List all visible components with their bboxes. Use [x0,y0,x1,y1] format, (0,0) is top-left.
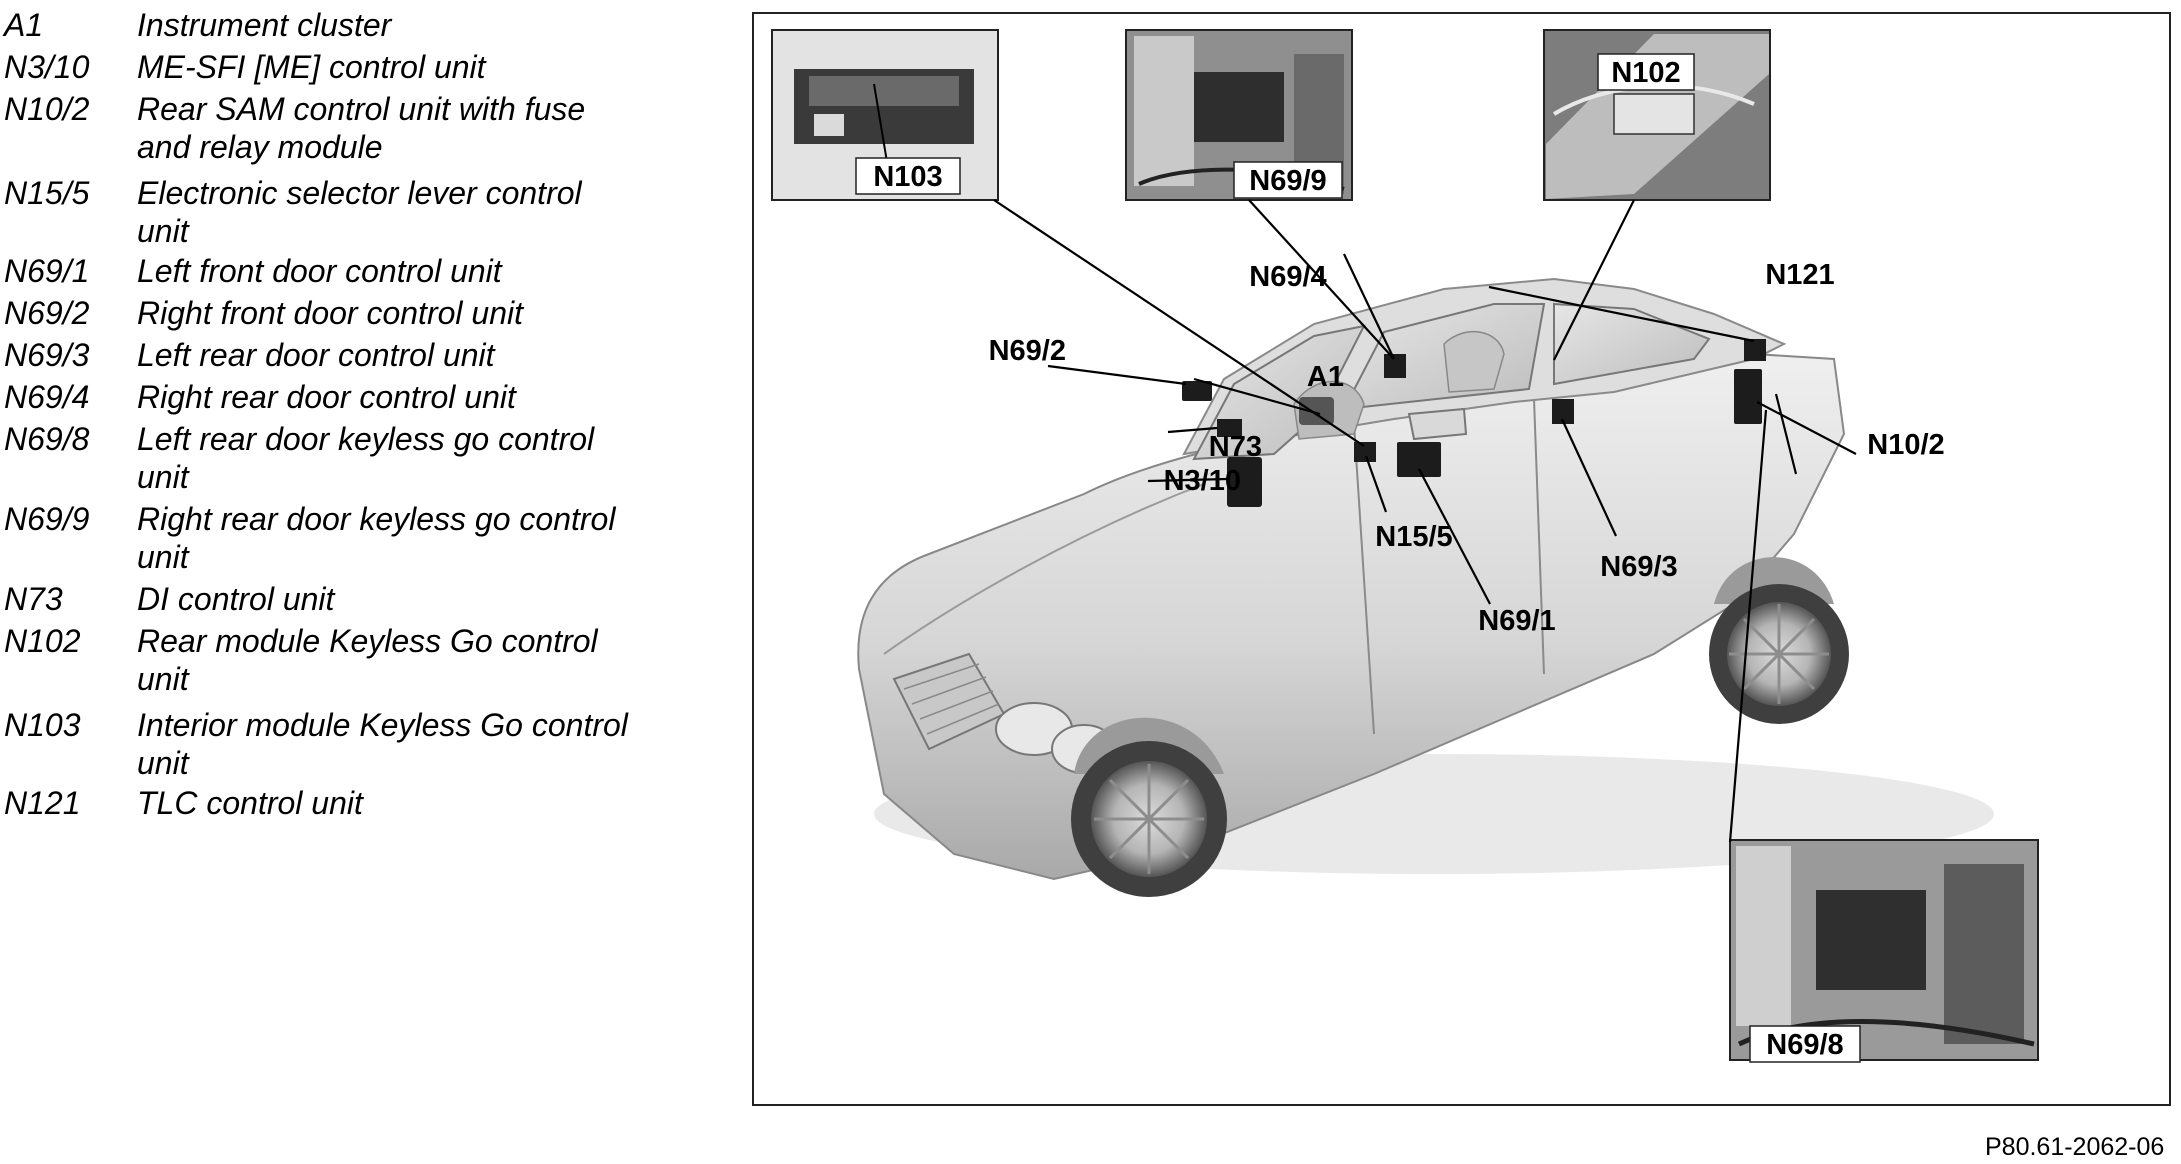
inset-n69-8 [1729,839,2039,1061]
legend-code: N103 [4,707,81,743]
legend-description: Rear SAM control unit with fuse and rela… [137,91,586,165]
label-n69-8: N69/8 [1766,1029,1843,1061]
legend-code: N15/5 [4,175,90,211]
legend-code: N121 [4,785,81,821]
diagram-labels: N103 N69/9 N102 N69/8 N69/4 N121 N69/2 A… [855,53,1945,1063]
legend-description: DI control unit [137,581,335,617]
legend-code: N69/2 [4,295,90,331]
leader-lines [993,199,1857,843]
legend-code: A1 [4,7,44,43]
legend-description: TLC control unit [137,785,363,821]
label-a1: A1 [1307,361,1344,393]
label-n121: N121 [1765,259,1834,291]
label-n3-10: N3/10 [1164,465,1241,497]
legend-code: N69/3 [4,337,90,373]
label-n69-9: N69/9 [1249,165,1326,197]
label-n69-4: N69/4 [1249,261,1326,293]
n102-label-box [1597,53,1695,91]
legend-code: N69/8 [4,421,90,457]
label-n69-3: N69/3 [1600,551,1677,583]
n69-9-label-box [1233,161,1343,199]
legend-code: N69/1 [4,253,90,289]
control-unit-markers [1182,339,1766,507]
figure-reference: P80.61-2062-06 [1985,1133,2165,1161]
label-n103: N103 [873,161,942,193]
label-n10-2: N10/2 [1867,429,1944,461]
diagram-frame: N103 N69/9 N102 N69/8 N69/4 N121 N69/2 A… [752,12,2171,1106]
legend-code: N10/2 [4,91,90,127]
vehicle-diagram: N103 N69/9 N102 N69/8 N69/4 N121 N69/2 A… [771,29,2039,1063]
label-n15-5: N15/5 [1375,521,1452,553]
legend-code: N69/4 [4,379,90,415]
legend-description: Interior module Keyless Go control unit [137,707,628,781]
legend-description: Right rear door keyless go control unit [137,501,616,575]
legend-description: Instrument cluster [137,7,392,43]
legend-description: Right front door control unit [137,295,523,331]
legend-description: Rear module Keyless Go control unit [137,623,598,697]
label-n69-1: N69/1 [1478,605,1555,637]
legend-code: N3/10 [4,49,90,85]
label-n73: N73 [1209,431,1262,463]
n69-8-label-box [1749,1025,1861,1063]
legend-description: Left rear door control unit [137,337,495,373]
legend-description: Left rear door keyless go control unit [137,421,595,495]
legend-code: N73 [4,581,63,617]
legend-description: Right rear door control unit [137,379,516,415]
legend-description: Electronic selector lever control unit [137,175,582,249]
legend-code: N69/9 [4,501,90,537]
car-illustration [857,277,1994,897]
label-n69-2: N69/2 [989,335,1066,367]
label-n102: N102 [1611,57,1680,89]
legend-description: ME-SFI [ME] control unit [137,49,486,85]
legend-code: N102 [4,623,81,659]
n103-label-box [855,157,961,195]
legend-description: Left front door control unit [137,253,502,289]
